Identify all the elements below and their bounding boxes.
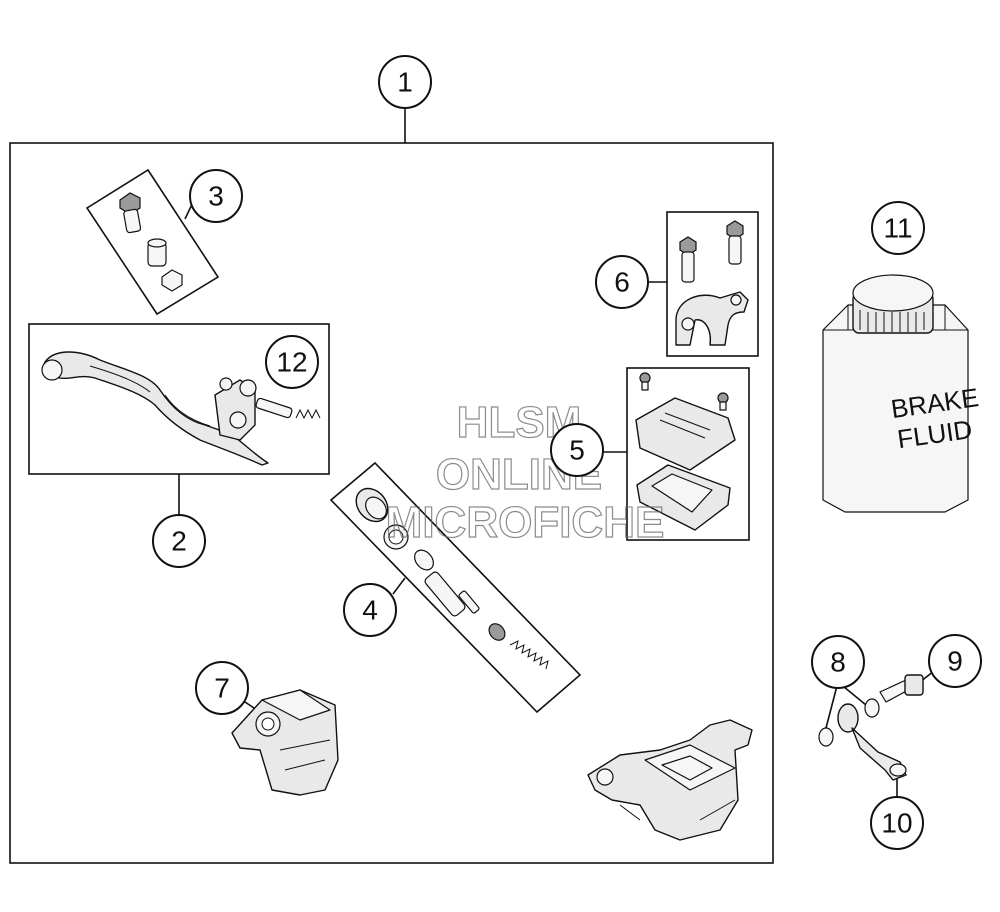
svg-text:7: 7 bbox=[214, 673, 230, 704]
callout-6: 6 bbox=[595, 255, 649, 309]
svg-text:2: 2 bbox=[171, 526, 187, 557]
callout-11: 11 bbox=[871, 201, 925, 255]
part-7-housing bbox=[231, 689, 339, 796]
callout-4: 4 bbox=[343, 583, 397, 637]
svg-text:6: 6 bbox=[614, 267, 630, 298]
callout-10: 10 bbox=[870, 796, 924, 850]
svg-text:4: 4 bbox=[362, 595, 378, 626]
svg-text:9: 9 bbox=[947, 646, 963, 677]
svg-text:10: 10 bbox=[881, 808, 912, 839]
hose-fittings bbox=[818, 670, 935, 805]
callout-2: 2 bbox=[152, 514, 206, 568]
callout-3: 3 bbox=[189, 169, 243, 223]
svg-text:12: 12 bbox=[276, 347, 307, 378]
group-5-cover bbox=[597, 367, 750, 541]
callout-1: 1 bbox=[378, 55, 432, 109]
watermark: HLSM ONLINE MICROFICHE bbox=[385, 397, 665, 547]
svg-text:3: 3 bbox=[208, 181, 224, 212]
callout-12: 12 bbox=[265, 335, 319, 389]
watermark-line-3: MICROFICHE bbox=[386, 498, 665, 547]
svg-text:5: 5 bbox=[569, 435, 585, 466]
callout-9: 9 bbox=[928, 634, 982, 688]
svg-text:8: 8 bbox=[830, 647, 846, 678]
callout-7: 7 bbox=[195, 661, 249, 715]
group-2-lever bbox=[28, 323, 330, 516]
assembly-frame bbox=[9, 142, 774, 864]
callout-5: 5 bbox=[550, 423, 604, 477]
master-cylinder bbox=[587, 719, 753, 841]
callout-8: 8 bbox=[811, 635, 865, 689]
svg-text:1: 1 bbox=[397, 67, 413, 98]
brake-fluid-bottle: BRAKE FLUID bbox=[822, 274, 980, 513]
group-3-bolt-kit bbox=[85, 168, 220, 316]
group-4-piston-kit bbox=[329, 461, 582, 714]
svg-text:11: 11 bbox=[883, 213, 912, 244]
group-6-clamp bbox=[647, 211, 759, 357]
spring-12 bbox=[295, 408, 321, 420]
